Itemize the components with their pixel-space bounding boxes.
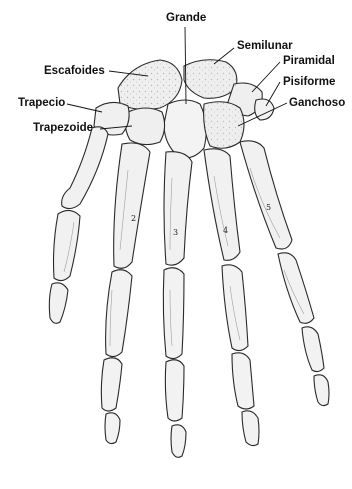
metacarpal-number-5: 5 [266, 204, 271, 212]
label-pisiforme: Pisiforme [283, 77, 335, 89]
metacarpal-2 [114, 143, 150, 268]
label-grande: Grande [166, 13, 206, 25]
metacarpal-number-4: 4 [223, 227, 228, 235]
finger-5-distal [314, 375, 329, 406]
grande-bone [164, 100, 206, 158]
thumb-proximal-phalanx [54, 210, 81, 280]
label-piramidal: Piramidal [283, 56, 335, 68]
metacarpal-number-3: 3 [173, 229, 178, 237]
metacarpal-3 [164, 152, 192, 265]
thumb-metacarpal [62, 127, 108, 209]
metacarpal-number-2: 2 [131, 215, 136, 223]
label-trapezoide: Trapezoide [33, 123, 93, 135]
phalanges [101, 253, 329, 457]
finger-5-proximal [278, 253, 314, 323]
finger-4-distal [242, 411, 259, 446]
label-semilunar: Semilunar [237, 41, 293, 53]
finger-2-proximal [106, 270, 132, 357]
finger-2-middle [101, 358, 122, 411]
finger-2-distal [105, 413, 120, 444]
finger-4-proximal [222, 265, 248, 351]
finger-5-middle [302, 327, 324, 372]
label-trapecio: Trapecio [18, 98, 65, 110]
label-ganchoso: Ganchoso [289, 98, 345, 110]
label-escafoides: Escafoides [44, 66, 105, 78]
finger-3-proximal [163, 268, 184, 359]
thumb-bones [49, 127, 108, 323]
finger-3-middle [165, 360, 184, 421]
metacarpal-4 [204, 149, 240, 260]
metacarpal-5 [240, 141, 292, 249]
finger-3-distal [171, 425, 186, 457]
thumb-distal-phalanx [49, 283, 68, 323]
finger-4-middle [232, 353, 254, 409]
